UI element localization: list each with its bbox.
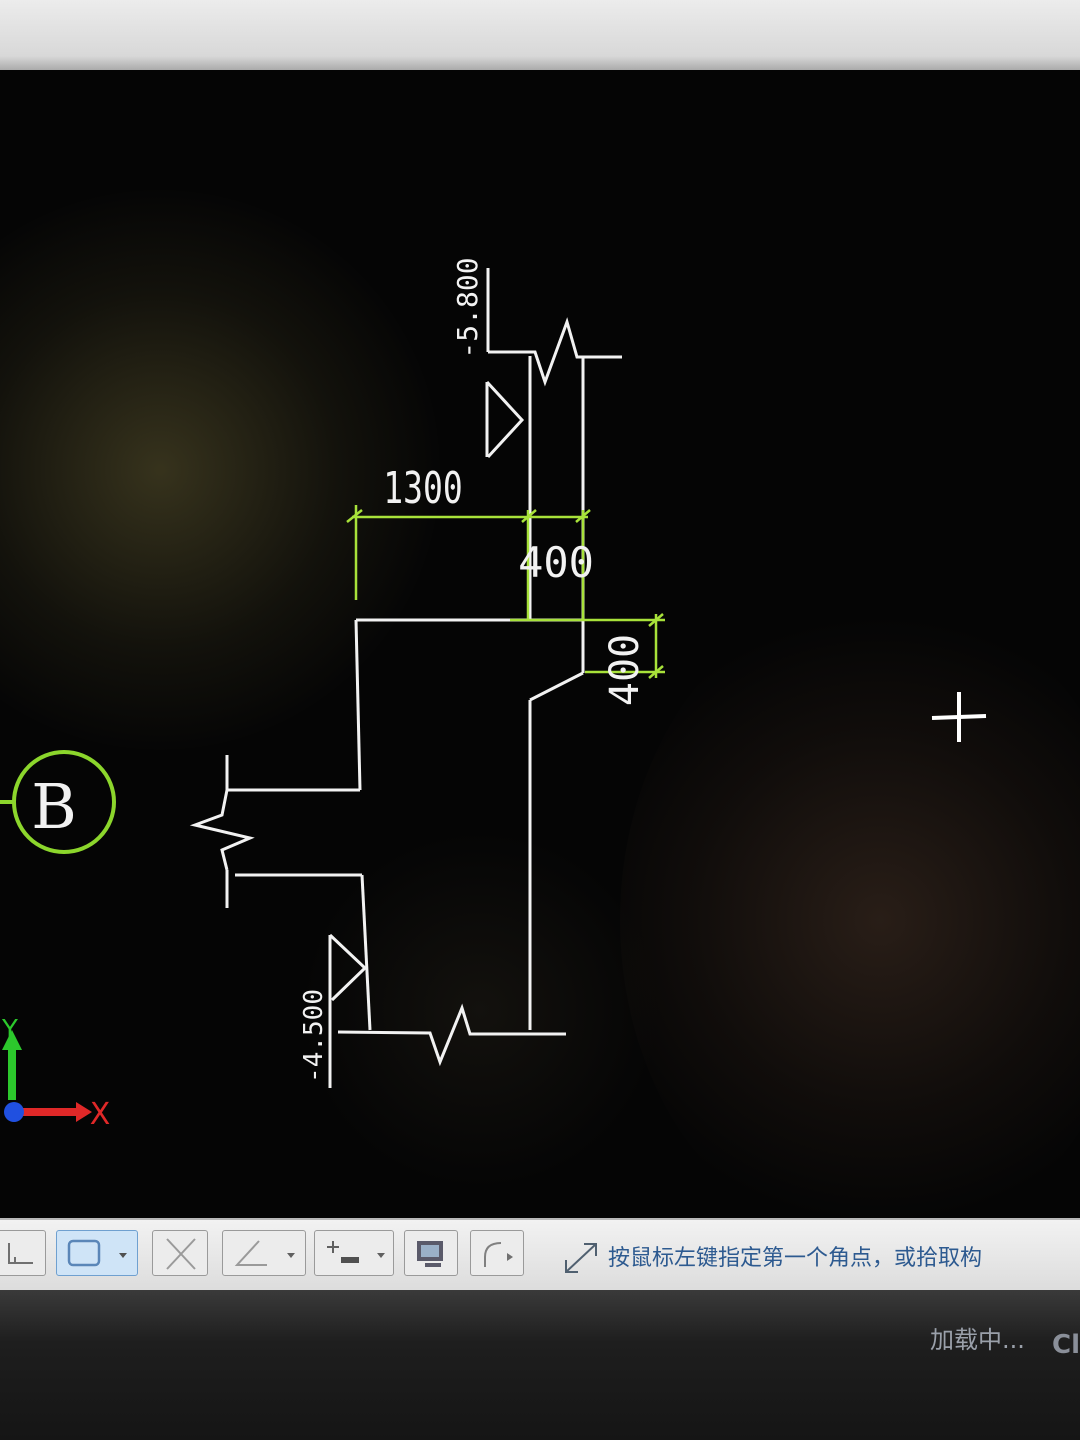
monitor-bottom-bezel (0, 1290, 1080, 1440)
axis-label: B (31, 770, 77, 843)
monitor-button[interactable] (404, 1230, 458, 1276)
cross-icon (166, 1238, 196, 1270)
polyline-corner-icon (8, 1243, 33, 1264)
dimension-lines (346, 505, 665, 679)
angle-icon (234, 1240, 295, 1266)
step-profile (189, 618, 585, 1088)
dim-label-1300: 1300 (383, 463, 462, 514)
curve-arrow-button[interactable] (470, 1230, 524, 1276)
resize-arrows-icon (565, 1243, 597, 1273)
angle-button[interactable] (222, 1230, 306, 1276)
chevron-down-icon (377, 1253, 385, 1258)
curve-arrow-icon (484, 1242, 513, 1267)
command-prompt-text: 按鼠标左键指定第一个角点，或拾取构 (608, 1246, 983, 1271)
dim-label-400-vertical: 400 (602, 634, 648, 706)
chevron-down-icon (287, 1253, 295, 1258)
chevron-down-icon (119, 1253, 127, 1258)
plus-minus-icon (327, 1241, 385, 1263)
ucs-x-label: X (90, 1097, 111, 1132)
cad-drawing-canvas[interactable]: 1300 400 400 -5.800 -4.500 B Y X (0, 70, 1080, 1230)
loading-status: 加载中... (930, 1326, 1025, 1354)
crosshair-cursor-icon (931, 692, 987, 742)
monitor-top-bezel (0, 0, 1080, 80)
ucs-icon: Y X (1, 1015, 110, 1132)
cad-drawing: 1300 400 400 -5.800 -4.500 B Y X (0, 257, 987, 1132)
cross-button[interactable] (152, 1230, 208, 1276)
polyline-corner-button[interactable] (0, 1230, 46, 1276)
rectangle-button[interactable] (56, 1230, 138, 1276)
status-toolbar (0, 1218, 1080, 1292)
taskbar-text: Cl (1052, 1330, 1080, 1360)
elevation-label-bottom: -4.500 (299, 989, 329, 1083)
plus-minus-button[interactable] (314, 1230, 394, 1276)
elevation-label-top: -5.800 (451, 257, 484, 358)
monitor-icon (417, 1241, 443, 1267)
dim-label-400-horizontal: 400 (518, 538, 594, 587)
axis-bubble-b: B (0, 750, 116, 854)
rectangle-icon (67, 1239, 127, 1267)
ucs-y-label: Y (1, 1015, 18, 1045)
